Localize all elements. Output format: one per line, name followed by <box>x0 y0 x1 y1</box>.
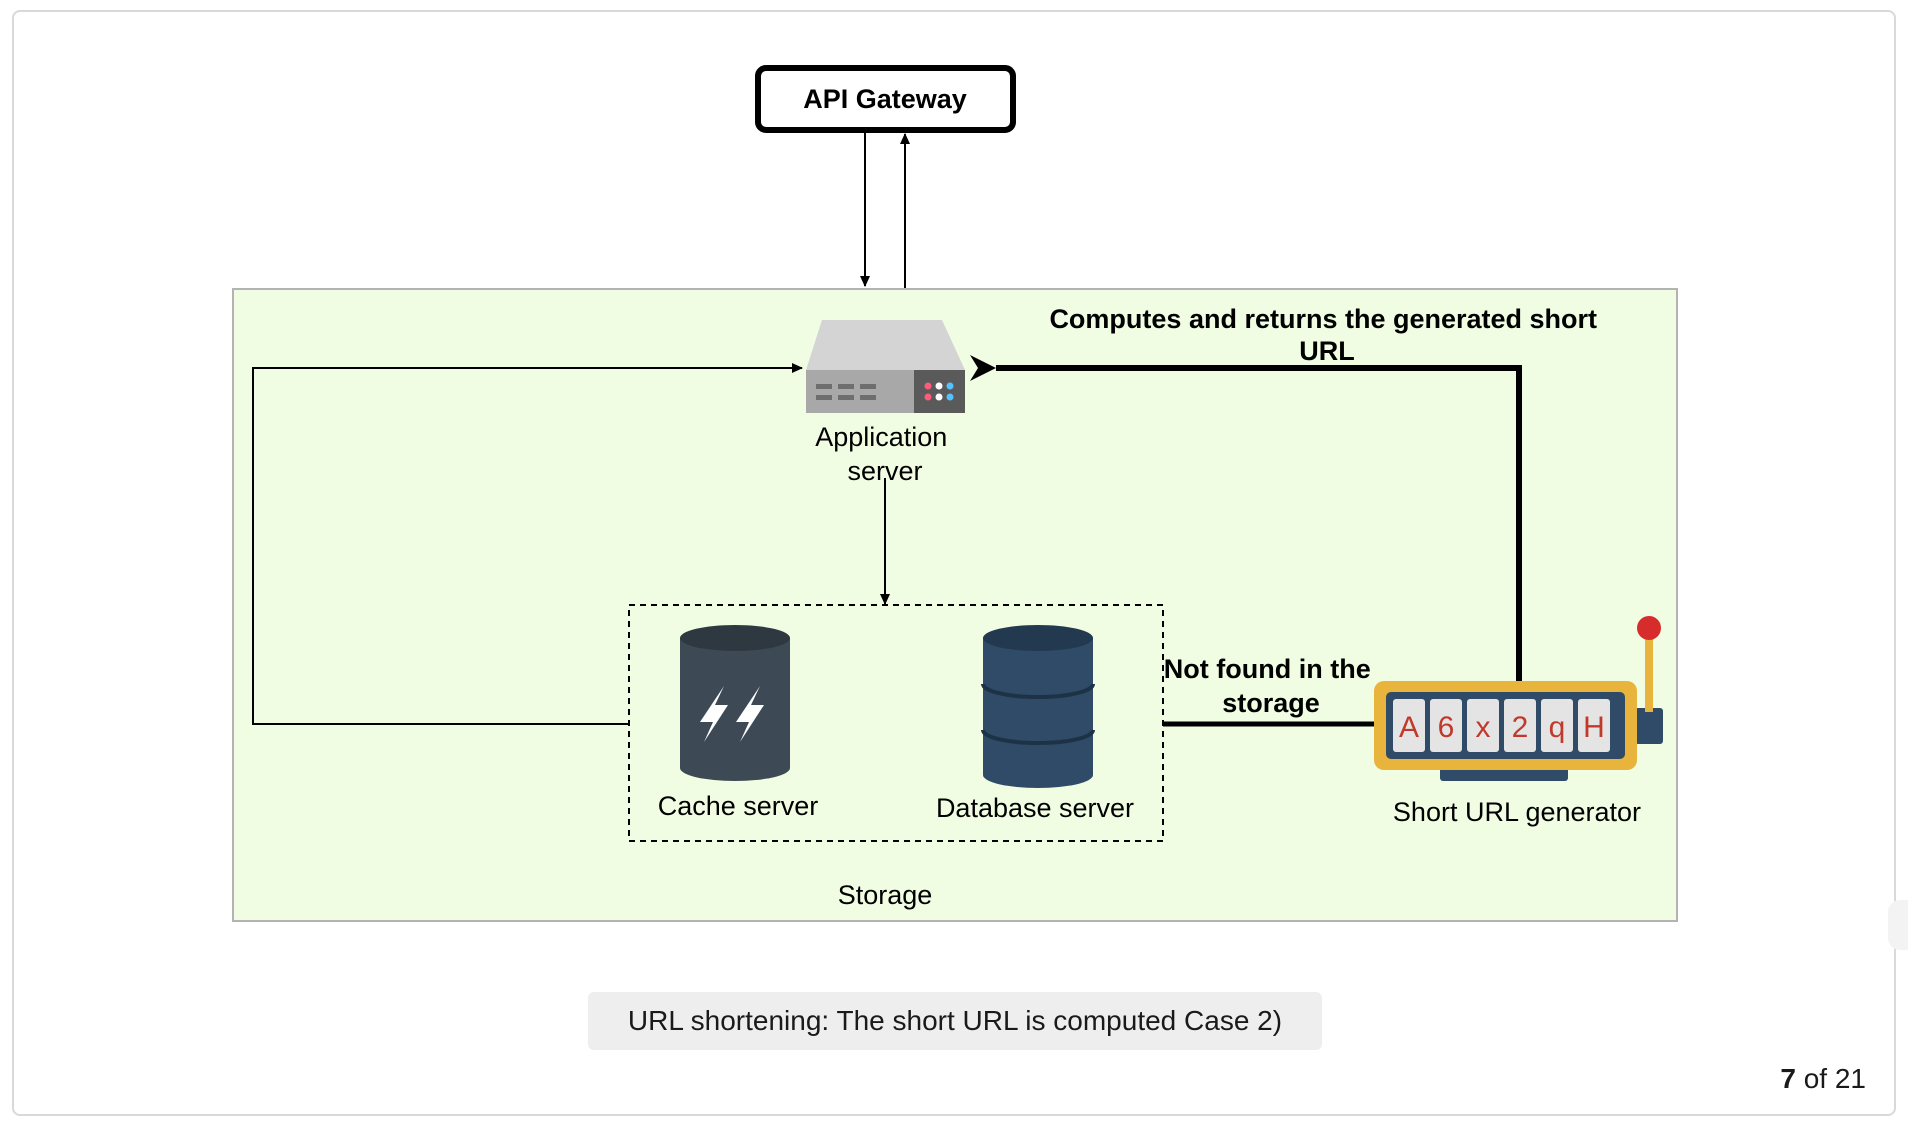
reel-window <box>1467 699 1499 752</box>
database-icon <box>981 625 1095 788</box>
pager-current: 7 <box>1780 1063 1796 1094</box>
reel-window <box>1578 699 1610 752</box>
short-url-generator-label: Short URL generator <box>1393 797 1641 827</box>
database-server-label: Database server <box>936 793 1134 823</box>
reel-character: H <box>1583 711 1605 744</box>
cache-server-icon <box>680 625 790 781</box>
api-gateway-node: API Gateway <box>755 65 1016 133</box>
reel-character: 6 <box>1438 711 1455 744</box>
reel-window <box>1430 699 1462 752</box>
api-gateway-label: API Gateway <box>803 84 967 114</box>
not-found-label: Not found in the storage <box>1164 654 1378 718</box>
pager-total: of 21 <box>1795 1063 1866 1094</box>
reel-window <box>1541 699 1573 752</box>
reel-window <box>1504 699 1536 752</box>
reel-character: q <box>1549 711 1566 744</box>
server-icon <box>806 320 965 413</box>
computes-label: Computes and returns the generated short… <box>1049 304 1604 366</box>
cache-server-label: Cache server <box>658 791 819 821</box>
reel-character: 2 <box>1512 711 1529 744</box>
cache-to-app-arrow <box>252 363 803 725</box>
reel-window <box>1393 699 1425 752</box>
reel-character: A <box>1399 711 1419 744</box>
slide-pager: 7 of 21 <box>1780 1063 1866 1095</box>
generator-to-app-arrow <box>970 355 1522 682</box>
reel-character: x <box>1476 711 1491 744</box>
slide-caption: URL shortening: The short URL is compute… <box>588 992 1322 1050</box>
next-slide-tab[interactable] <box>1888 900 1908 950</box>
storage-label: Storage <box>838 880 933 910</box>
